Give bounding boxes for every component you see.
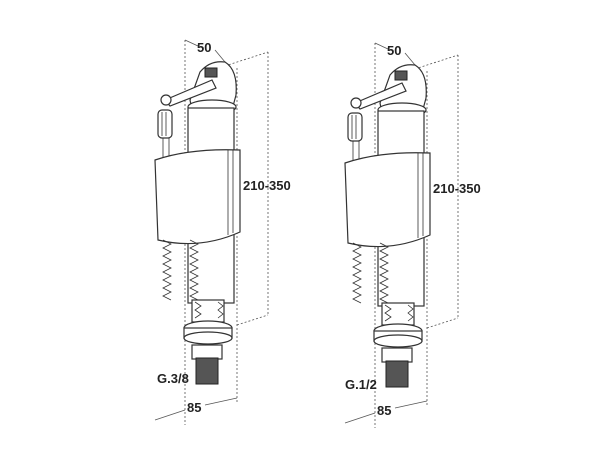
width-dimension-label: 50 (387, 43, 401, 58)
thread-size-label: G.1/2 (345, 377, 377, 392)
valve-drawing (154, 39, 269, 426)
depth-dimension-label: 85 (377, 403, 391, 418)
valve-drawing (344, 42, 459, 429)
fill-valve-right: 50 210-350 85 G.1/2 (344, 42, 481, 429)
width-dimension-label: 50 (197, 40, 211, 55)
depth-dimension-label: 85 (187, 400, 201, 415)
fill-valve-left: 50 210-350 85 G.3/8 (154, 39, 291, 426)
height-dimension-label: 210-350 (433, 181, 481, 196)
thread-size-label: G.3/8 (157, 371, 189, 386)
height-dimension-label: 210-350 (243, 178, 291, 193)
